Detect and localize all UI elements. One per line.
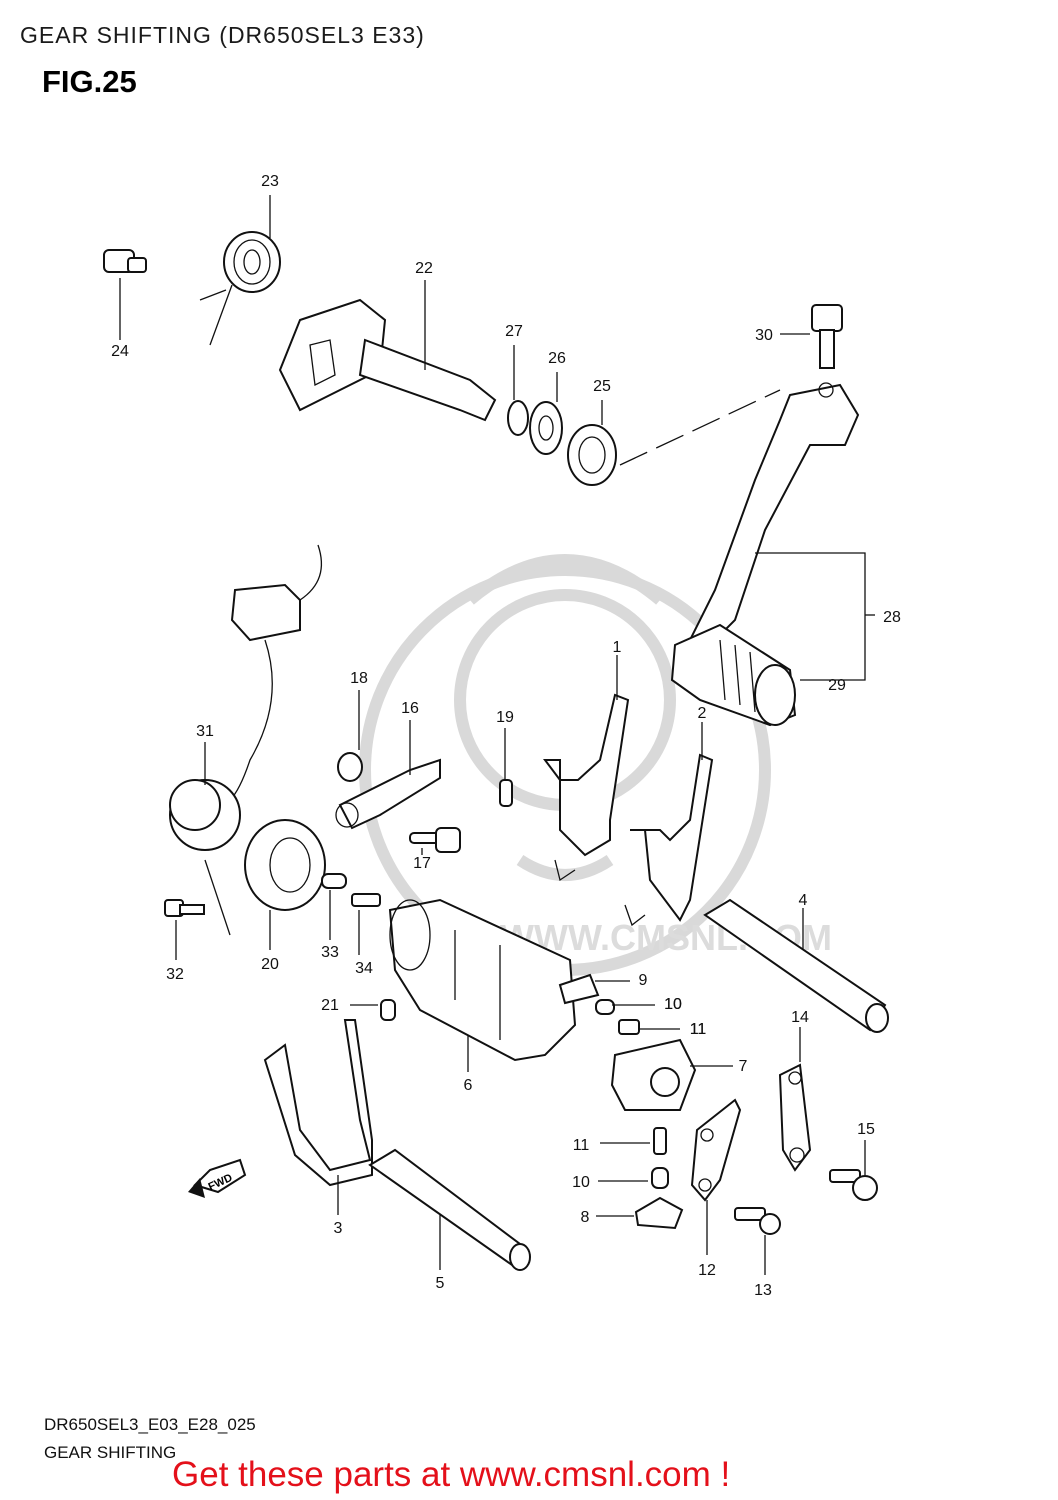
- callout-4: 4: [799, 892, 808, 909]
- diagram-code: DR650SEL3_E03_E28_025: [44, 1415, 256, 1434]
- part-20-stopper-plate: [244, 819, 326, 950]
- figure-number: FIG.25: [42, 64, 137, 99]
- callout-labels: 1234567891010101111111213141516171819202…: [111, 173, 901, 1299]
- part-31-gear-position-switch: [169, 544, 322, 936]
- callout-33: 33: [321, 944, 339, 961]
- callout-30: 30: [755, 327, 773, 344]
- part-21-pin: [350, 999, 396, 1021]
- callout-31: 31: [196, 723, 214, 740]
- part-19-spring: [499, 728, 513, 807]
- part-15-screw: [829, 1140, 878, 1201]
- callout-10: 10: [572, 1174, 590, 1191]
- part-16-stopper-arm: [335, 720, 441, 830]
- callout-9: 9: [639, 972, 648, 989]
- callout-21: 21: [321, 997, 339, 1014]
- part-2-shift-fork: [624, 722, 714, 927]
- part-17-bolt: [409, 827, 461, 855]
- part-30-bolt: [780, 304, 843, 369]
- callout-10: 10: [664, 996, 682, 1013]
- callout-24: 24: [111, 343, 129, 360]
- callout-29: 29: [828, 677, 846, 694]
- part-22-shift-shaft: [278, 280, 497, 422]
- part-12-pawl-lifter: [690, 1098, 742, 1255]
- callout-25: 25: [593, 378, 611, 395]
- callout-23: 23: [261, 173, 279, 190]
- part-27-circlip: [507, 345, 529, 436]
- part-28-shift-lever: [688, 382, 875, 681]
- callout-11: 11: [690, 1021, 707, 1038]
- part-26-washer: [529, 372, 563, 455]
- callout-3: 3: [334, 1220, 343, 1237]
- fwd-arrow-icon: FWD: [188, 1158, 247, 1198]
- part-4-fork-shaft: [703, 898, 889, 1033]
- callout-11: 11: [690, 1021, 707, 1038]
- part-23-spring: [199, 195, 281, 346]
- callout-32: 32: [166, 966, 184, 983]
- diagram-subtitle: GEAR SHIFTING: [44, 1443, 177, 1462]
- callout-12: 12: [698, 1262, 716, 1279]
- part-24-bolt: [103, 249, 147, 340]
- callout-8: 8: [581, 1209, 590, 1226]
- part-7-cam-driven-gear: [610, 1038, 733, 1111]
- part-10-pin-lower: [598, 1167, 669, 1189]
- callout-13: 13: [754, 1282, 772, 1299]
- callout-17: 17: [413, 855, 431, 872]
- callout-14: 14: [791, 1009, 809, 1026]
- callout-2: 2: [698, 705, 707, 722]
- callout-19: 19: [496, 709, 514, 726]
- callout-6: 6: [464, 1077, 473, 1094]
- part-9-pin: [558, 973, 630, 1005]
- callout-15: 15: [857, 1121, 875, 1138]
- callout-7: 7: [739, 1058, 748, 1075]
- part-11-spring-upper: [618, 1019, 680, 1035]
- callout-26: 26: [548, 350, 566, 367]
- part-34-spring: [351, 893, 381, 955]
- callout-20: 20: [261, 956, 279, 973]
- callout-11: 11: [573, 1137, 590, 1154]
- part-8-pawl: [596, 1196, 684, 1230]
- part-11-spring-lower: [600, 1127, 667, 1155]
- part-33-pin: [321, 873, 347, 940]
- part-13-screw: [734, 1207, 781, 1275]
- diagram-title: GEAR SHIFTING (DR650SEL3 E33): [20, 22, 425, 48]
- callout-1: 1: [613, 639, 622, 656]
- part-25-oil-seal: [567, 389, 781, 486]
- callout-27: 27: [505, 323, 523, 340]
- callout-28: 28: [883, 609, 901, 626]
- callout-10: 10: [664, 996, 682, 1013]
- parts-link-banner[interactable]: Get these parts at www.cmsnl.com !: [172, 1455, 731, 1494]
- part-10-pin-upper: [595, 999, 655, 1015]
- part-18-washer: [337, 690, 363, 782]
- callout-34: 34: [355, 960, 373, 977]
- callout-18: 18: [350, 670, 368, 687]
- part-29-lever-tip: [670, 623, 797, 727]
- part-1-shift-fork: [543, 655, 630, 882]
- part-3-shift-fork: [263, 1019, 373, 1215]
- part-5-fork-shaft: [368, 1148, 531, 1271]
- part-6-shift-cam: [388, 898, 577, 1072]
- callout-22: 22: [415, 260, 433, 277]
- callout-16: 16: [401, 700, 419, 717]
- callout-5: 5: [436, 1275, 445, 1292]
- part-14-cam-guide: [778, 1027, 812, 1172]
- part-32-screw: [164, 899, 205, 960]
